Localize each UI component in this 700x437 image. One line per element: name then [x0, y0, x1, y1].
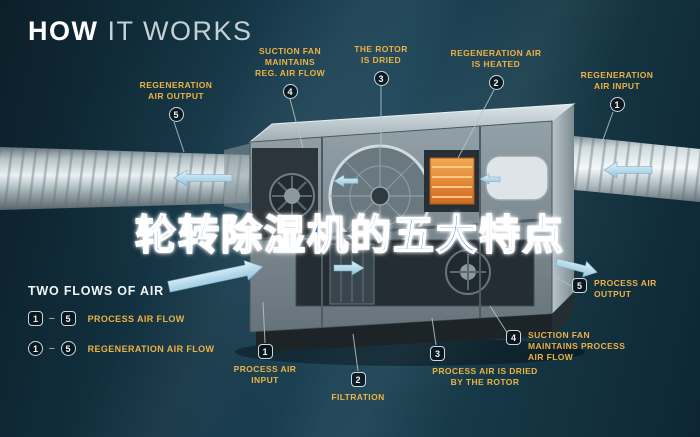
legend-badge-end-process: 5	[60, 311, 76, 326]
leader-lines	[173, 86, 614, 372]
legend-row-regeneration: 1 – 5 REGENERATION AIR FLOW	[28, 341, 214, 356]
regeneration-heater	[429, 157, 475, 205]
callout-rotor-is-dried: THE ROTOR IS DRIED 3	[342, 44, 420, 87]
airflow-arrows	[167, 161, 653, 293]
step-badge-4-regeneration: 4	[282, 84, 298, 100]
legend-dash: –	[49, 343, 55, 354]
legend-title: TWO FLOWS OF AIR	[28, 284, 164, 298]
callout-process-air-output: 5 PROCESS AIR OUTPUT	[572, 278, 682, 300]
page-title: HOW IT WORKS	[28, 16, 253, 47]
legend-label-regeneration: REGENERATION AIR FLOW	[87, 343, 215, 354]
chinese-headline-overlay: 轮转除湿机的五大特点	[134, 211, 565, 259]
legend-label-process: PROCESS AIR FLOW	[87, 313, 185, 324]
callout-label-suction-fan-process: SUCTION FAN MAINTAINS PROCESS AIR FLOW	[528, 330, 626, 363]
title-word-how: HOW	[28, 16, 99, 46]
callout-label-process-air-dried: PROCESS AIR IS DRIED BY THE ROTOR	[432, 366, 538, 388]
internal-regen-arrow	[333, 174, 359, 188]
internal-process-arrow	[333, 260, 365, 276]
callout-process-air-dried: 3 PROCESS AIR IS DRIED BY THE ROTOR	[414, 346, 556, 388]
legend-badge-start-process: 1	[28, 311, 43, 326]
step-badge-3-regeneration: 3	[373, 71, 389, 87]
callout-regeneration-air-output: REGENERATION AIR OUTPUT 5	[128, 80, 224, 123]
legend-row-process: 1 – 5 PROCESS AIR FLOW	[28, 311, 214, 326]
title-word-it-works: IT WORKS	[107, 16, 253, 46]
process-output-arrow	[555, 258, 598, 278]
callout-label-regeneration-air-heated: REGENERATION AIR IS HEATED	[450, 48, 542, 70]
left-duct-pipe	[0, 143, 252, 212]
callout-label-regeneration-air-output: REGENERATION AIR OUTPUT	[139, 80, 213, 102]
callout-suction-fan-reg: SUCTION FAN MAINTAINS REG. AIR FLOW 4	[246, 46, 334, 100]
callout-label-rotor-is-dried: THE ROTOR IS DRIED	[354, 44, 408, 66]
legend-badge-start-regeneration: 1	[28, 341, 43, 356]
step-badge-2-process: 2	[350, 372, 366, 387]
step-badge-5-regeneration: 5	[168, 107, 184, 123]
machine-base-side	[552, 292, 574, 336]
callout-label-filtration: FILTRATION	[331, 392, 385, 402]
callout-label-process-air-input: PROCESS AIR INPUT	[233, 364, 297, 386]
regeneration-fan	[269, 173, 315, 219]
machine-base	[256, 314, 552, 352]
internal-heater-arrow	[479, 173, 501, 185]
callout-suction-fan-process: 4 SUCTION FAN MAINTAINS PROCESS AIR FLOW	[506, 330, 646, 363]
callout-regeneration-air-heated: REGENERATION AIR IS HEATED 2	[446, 48, 546, 91]
step-badge-5-process: 5	[572, 278, 587, 293]
step-badge-1-process: 1	[257, 344, 273, 359]
step-badge-3-process: 3	[430, 346, 445, 361]
callout-label-suction-fan-reg: SUCTION FAN MAINTAINS REG. AIR FLOW	[254, 46, 326, 79]
callout-label-regeneration-air-input: REGENERATION AIR INPUT	[580, 70, 654, 92]
callout-filtration: 2 FILTRATION	[320, 372, 396, 403]
step-badge-1-regeneration: 1	[609, 97, 625, 113]
callout-regeneration-air-input: REGENERATION AIR INPUT 1	[568, 70, 666, 113]
regeneration-output-arrow	[173, 169, 233, 187]
callout-label-process-air-output: PROCESS AIR OUTPUT	[594, 278, 657, 300]
legend-two-flows-of-air: TWO FLOWS OF AIR 1 – 5 PROCESS AIR FLOW …	[28, 284, 214, 371]
step-badge-4-process: 4	[506, 330, 521, 345]
callout-process-air-input: 1 PROCESS AIR INPUT	[228, 344, 302, 386]
step-badge-2-regeneration: 2	[488, 75, 504, 91]
process-input-swoosh-arrow	[167, 260, 264, 293]
legend-dash: –	[49, 313, 55, 324]
legend-badge-end-regeneration: 5	[60, 341, 76, 356]
regeneration-input-arrow	[603, 161, 653, 179]
